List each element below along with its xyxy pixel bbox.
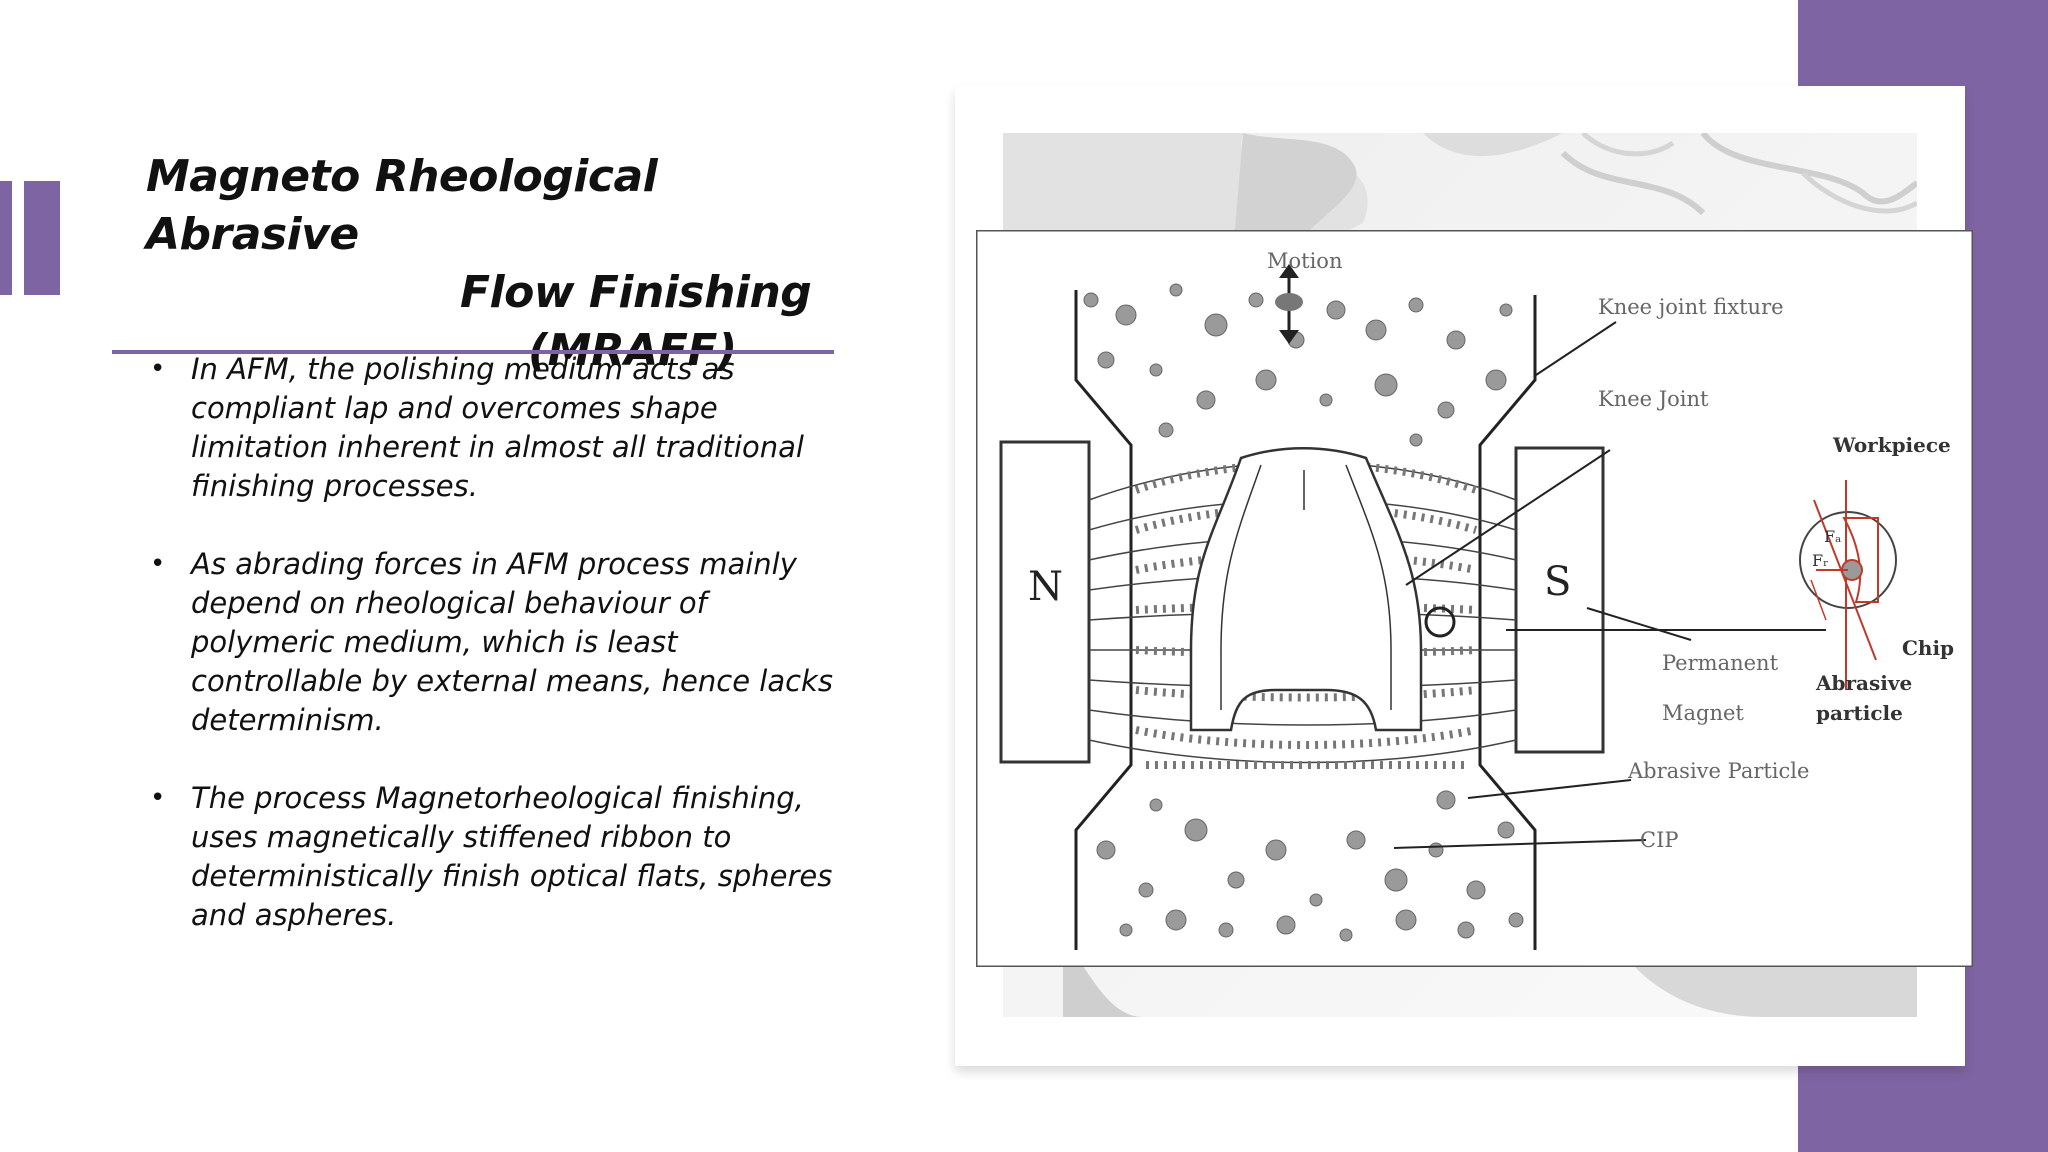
bullet-text: The process Magnetorheological finishing… (191, 781, 833, 932)
bullet-dot: • (150, 783, 166, 813)
chip-label: Chip (1902, 636, 1954, 660)
bullet-text: In AFM, the polishing medium acts as com… (191, 352, 804, 503)
south-magnet (1514, 446, 1605, 754)
left-accent-block (24, 181, 60, 295)
abrasive-label: Abrasive (1815, 671, 1912, 695)
mraff-diagram: Motion N S Knee joint fixture Knee Joint… (976, 230, 1973, 967)
workpiece-label: Workpiece (1832, 433, 1951, 457)
slide-title: Magneto Rheological Abrasive Flow Finish… (110, 148, 830, 380)
knee-joint-workpiece (1189, 447, 1423, 732)
permanent-label: Permanent (1662, 651, 1779, 675)
knee-joint-label: Knee Joint (1598, 387, 1709, 411)
abrasive-particle-label: Abrasive Particle (1627, 759, 1809, 783)
north-magnet (999, 440, 1091, 764)
title-line-1: Magneto Rheological Abrasive (146, 151, 658, 260)
force-a-label: Fₐ (1824, 527, 1841, 546)
bullet-item: • As abrading forces in AFM process main… (150, 545, 850, 740)
left-accent-bar (0, 181, 12, 295)
bullet-item: • In AFM, the polishing medium acts as c… (150, 350, 850, 506)
focus-circle (1424, 606, 1456, 638)
workpiece-inset (1799, 480, 1897, 690)
knee-joint-fixture-label: Knee joint fixture (1598, 295, 1784, 319)
south-pole-label: S (1544, 559, 1571, 605)
label-leader-lines (1393, 321, 1826, 849)
bullet-item: • The process Magnetorheological finishi… (150, 779, 850, 935)
title-line-2: Flow Finishing (460, 267, 812, 318)
title-underline (112, 350, 834, 354)
bullet-list: • In AFM, the polishing medium acts as c… (150, 350, 850, 974)
motion-label: Motion (1267, 249, 1342, 273)
channel-right-wall (1478, 295, 1537, 950)
channel-left-wall (1074, 290, 1133, 950)
scattered-particles (1083, 283, 1524, 942)
force-r-label: Fᵣ (1812, 551, 1829, 570)
bullet-dot: • (150, 354, 166, 384)
particle-label: particle (1816, 701, 1903, 725)
bullet-dot: • (150, 549, 166, 579)
north-pole-label: N (1028, 564, 1063, 610)
bullet-text: As abrading forces in AFM process mainly… (191, 547, 833, 737)
cip-label: CIP (1640, 828, 1679, 852)
magnet-label: Magnet (1662, 701, 1744, 725)
